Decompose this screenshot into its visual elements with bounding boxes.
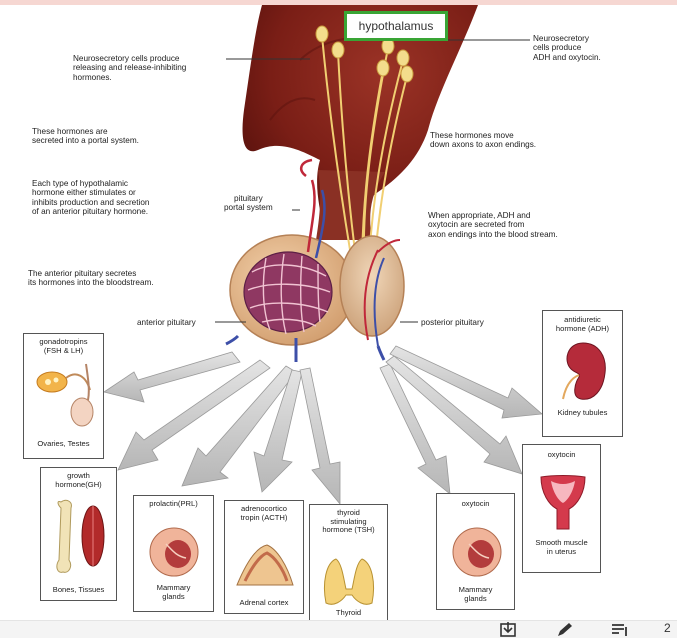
- adrenal-cortex-illustration: [236, 544, 294, 586]
- uterus-illustration: [540, 475, 586, 530]
- hypothalamus-tissue: [242, 5, 478, 232]
- hormone-arrows: [103, 345, 543, 506]
- label-anterior-pituitary: anterior pituitary: [137, 318, 196, 327]
- hypothalamus-label: hypothalamus: [344, 11, 448, 41]
- label-adh-secreted: When appropriate, ADH and oxytocin are s…: [428, 211, 558, 239]
- bones-tissues-illustration: [56, 499, 105, 573]
- brain-fold: [269, 97, 316, 121]
- box-target: Mammary glands: [156, 583, 191, 601]
- box-title: prolactin(PRL): [149, 499, 198, 508]
- capillary-mesh: [247, 253, 331, 335]
- box-target: Adrenal cortex: [239, 598, 289, 607]
- box-oxytocin-uterus: oxytocin Smooth muscle in uterus: [522, 444, 601, 573]
- box-acth: adrenocortico tropin (ACTH) Adrenal cort…: [224, 500, 304, 614]
- list-button[interactable]: [609, 620, 635, 637]
- ovaries-testes-illustration: [36, 363, 94, 427]
- box-target: Smooth muscle in uterus: [535, 538, 588, 556]
- box-title: growth hormone(GH): [55, 471, 102, 489]
- pen-icon: [558, 623, 572, 636]
- pen-button[interactable]: [553, 620, 579, 637]
- arrow-to-acth: [253, 369, 303, 493]
- box-title: adrenocortico tropin (ACTH): [240, 504, 288, 522]
- box-title: thyroid stimulating hormone (TSH): [322, 508, 375, 535]
- arrow-to-oxytocin-mammary: [379, 363, 451, 495]
- list-icon: [612, 624, 627, 636]
- kidney-illustration: [562, 342, 606, 400]
- box-target: Kidney tubules: [557, 408, 608, 417]
- box-title: gonadotropins (FSH & LH): [39, 337, 88, 355]
- arrow-to-oxytocin-uterus: [385, 355, 523, 475]
- box-oxytocin-mammary: oxytocin Mammary glands: [436, 493, 515, 610]
- mammary-gland-illustration: [452, 527, 502, 577]
- arrow-to-adh: [389, 345, 543, 419]
- label-posterior-pituitary: posterior pituitary: [421, 318, 484, 327]
- box-target: Mammary glands: [458, 585, 493, 603]
- download-icon: [500, 622, 516, 637]
- label-neurosecretory-left: Neurosecretory cells produce releasing a…: [73, 54, 187, 82]
- neurosecretory-cells: [315, 25, 414, 83]
- thyroid-illustration: [323, 558, 375, 605]
- arrow-to-gonads: [103, 351, 241, 403]
- arrow-to-prolactin: [181, 365, 297, 487]
- label-portal-system-note: These hormones are secreted into a porta…: [32, 127, 139, 146]
- label-neurosecretory-right: Neurosecretory cells produce ADH and oxy…: [533, 34, 601, 62]
- posterior-pituitary: [339, 235, 405, 337]
- box-prolactin: prolactin(PRL) Mammary glands: [133, 495, 214, 612]
- box-title: oxytocin: [461, 499, 490, 508]
- download-button[interactable]: [497, 620, 523, 637]
- top-strip: [0, 0, 677, 5]
- box-target: Thyroid: [335, 608, 362, 617]
- label-hormone-types: Each type of hypothalamic hormone either…: [32, 179, 150, 217]
- arrow-to-growth: [117, 359, 271, 471]
- label-pituitary-portal: pituitary portal system: [224, 194, 273, 213]
- label-anterior-secretes: The anterior pituitary secretes its horm…: [28, 269, 154, 288]
- box-title: oxytocin: [547, 450, 576, 459]
- box-title: antidiuretic hormone (ADH): [555, 315, 610, 333]
- box-target: Bones, Tissues: [52, 585, 105, 594]
- capillary-network: [243, 251, 333, 333]
- box-target: Ovaries, Testes: [37, 439, 90, 448]
- posterior-vessels: [363, 239, 401, 361]
- arrow-to-tsh: [299, 367, 341, 506]
- label-move-axons: These hormones move down axons to axon e…: [430, 131, 537, 150]
- box-tsh: thyroid stimulating hormone (TSH) Thyroi…: [309, 504, 388, 621]
- mammary-gland-illustration: [149, 527, 199, 577]
- portal-vessels: [225, 158, 326, 362]
- box-gonadotropins: gonadotropins (FSH & LH) Ovaries, Testes: [23, 333, 104, 459]
- toolbar-overflow[interactable]: 2: [664, 621, 671, 635]
- box-growth-hormone: growth hormone(GH) Bones, Tissues: [40, 467, 117, 601]
- box-adh: antidiuretic hormone (ADH) Kidney tubule…: [542, 310, 623, 437]
